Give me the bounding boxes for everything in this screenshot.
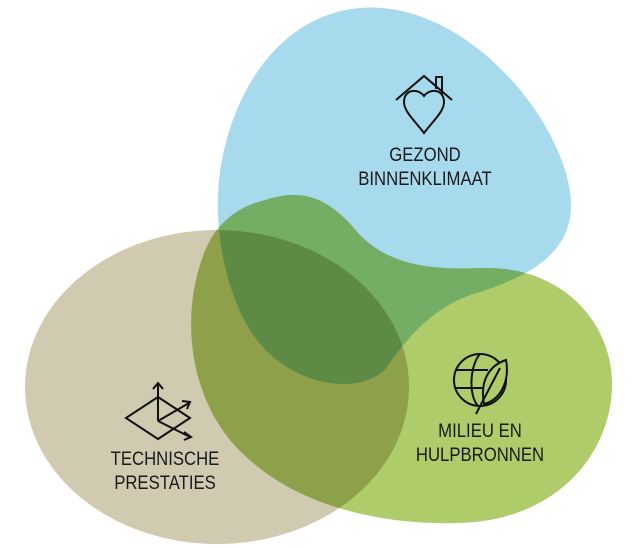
label-technische-prestaties: TECHNISCHE PRESTATIES xyxy=(86,448,244,496)
label-line: BINNENKLIMAAT xyxy=(358,169,492,190)
label-line: PRESTATIES xyxy=(114,473,216,494)
label-milieu-en-hulpbronnen: MILIEU EN HULPBRONNEN xyxy=(401,420,559,468)
axes-plane-icon xyxy=(124,381,194,441)
label-gezond-binnenklimaat: GEZOND BINNENKLIMAAT xyxy=(341,144,508,192)
label-line: TECHNISCHE xyxy=(110,449,220,470)
globe-leaf-icon xyxy=(453,353,508,415)
house-heart-icon xyxy=(395,74,453,135)
label-line: MILIEU EN xyxy=(438,421,522,442)
blob-technische-prestaties xyxy=(25,230,409,544)
label-line: HULPBRONNEN xyxy=(415,445,545,466)
label-line: GEZOND xyxy=(389,145,461,166)
